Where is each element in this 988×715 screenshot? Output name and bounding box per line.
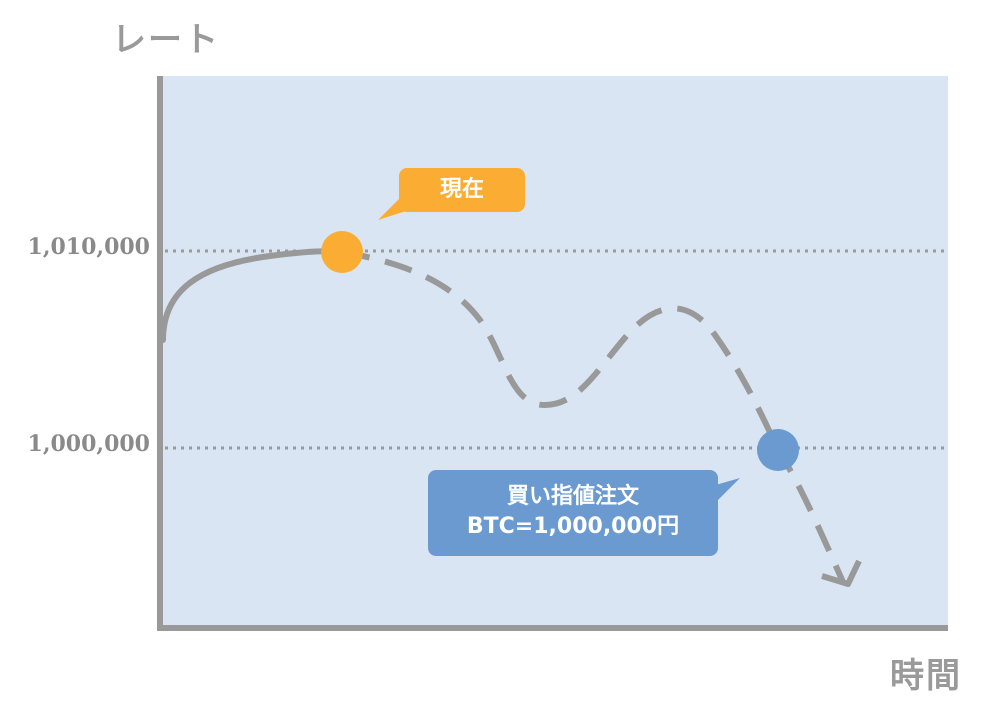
- current-rate-marker: [321, 231, 363, 273]
- buy-order-callout-price: BTC=1,000,000円: [466, 514, 680, 539]
- path-arrow-head: [821, 559, 862, 587]
- buy-order-marker: [757, 429, 799, 471]
- price-path-past: [160, 248, 345, 343]
- x-axis-title: 時間: [890, 656, 962, 696]
- order-callout-pointer: [712, 478, 740, 506]
- current-callout: 現在: [399, 168, 525, 212]
- tick-label-low: 1,000,000: [27, 431, 150, 457]
- tick-label-high: 1,010,000: [27, 234, 150, 260]
- y-axis-title: レート: [112, 20, 220, 60]
- buy-order-callout: 買い指値注文 BTC=1,000,000円: [428, 470, 718, 556]
- buy-order-callout-title: 買い指値注文: [506, 484, 639, 509]
